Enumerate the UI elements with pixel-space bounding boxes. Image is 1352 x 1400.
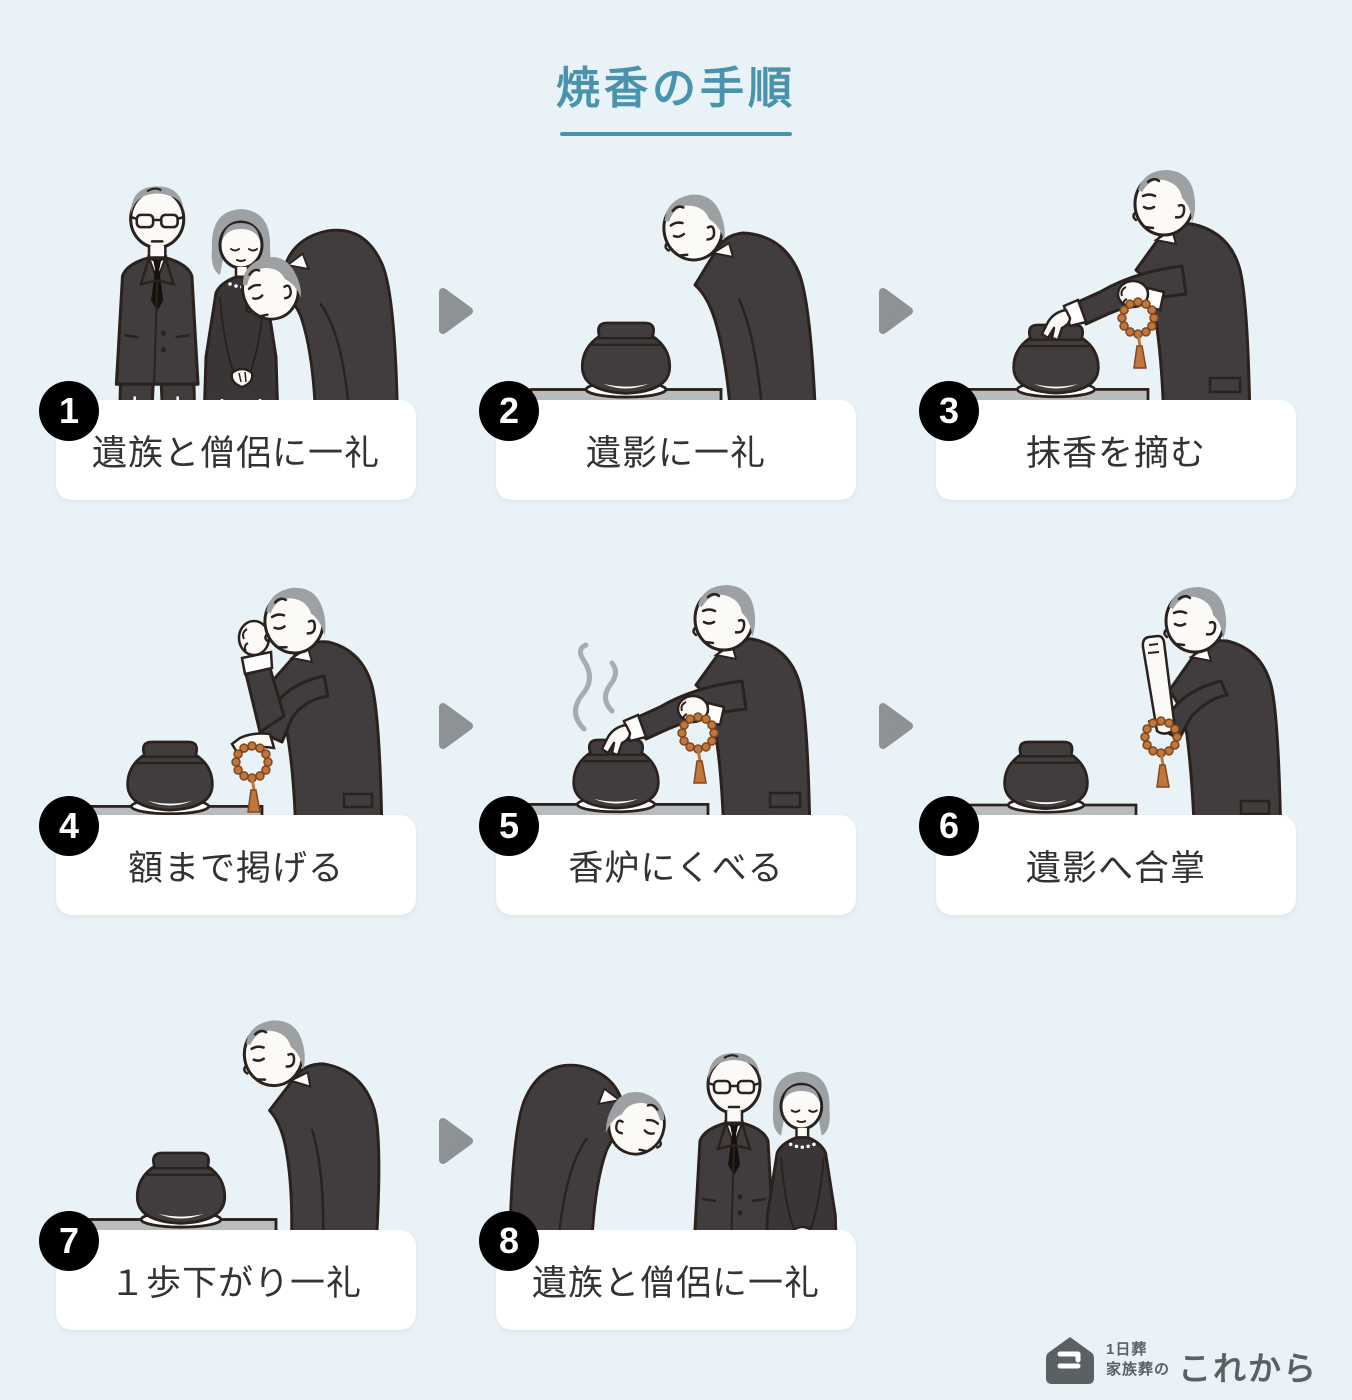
step-label: 遺族と僧侶に一礼 <box>56 400 416 500</box>
step-number-badge: 7 <box>39 1211 99 1271</box>
logo-service-lines: 1日葬 家族葬の <box>1106 1340 1170 1381</box>
step-number-badge: 6 <box>919 796 979 856</box>
step-label: 遺族と僧侶に一礼 <box>496 1230 856 1330</box>
flow-arrow-cell <box>416 570 496 985</box>
step-label: 香炉にくべる <box>496 815 856 915</box>
step-panel-2: 2 遺影に一礼 <box>479 155 856 570</box>
brand-logo: 1日葬 家族葬の これから <box>1044 1330 1318 1390</box>
step-label: 抹香を摘む <box>936 400 1296 500</box>
step-panel-6: 6 遺影へ合掌 <box>919 570 1296 985</box>
house-logo-icon <box>1045 1337 1094 1384</box>
logo-line-2: 家族葬の <box>1105 1361 1170 1378</box>
flow-arrow-cell <box>416 155 496 570</box>
step-panel-4: 4 額まで掲げる <box>39 570 416 985</box>
step-label: 遺影に一礼 <box>496 400 856 500</box>
step-number-badge: 2 <box>479 381 539 441</box>
step-label: 額まで掲げる <box>56 815 416 915</box>
steps-grid: 1 遺族と僧侶に一礼 2 遺影に一礼 3 抹香を摘む <box>39 155 1296 1400</box>
step-panel-3: 3 抹香を摘む <box>919 155 1296 570</box>
step-panel-7: 7 １歩下がり一礼 <box>39 985 416 1400</box>
step-number-badge: 1 <box>39 381 99 441</box>
flow-arrow-cell <box>416 985 496 1400</box>
step-number-badge: 3 <box>919 381 979 441</box>
grid-spacer <box>856 985 936 1400</box>
right-arrow-icon <box>439 288 473 334</box>
step-label: １歩下がり一礼 <box>56 1230 416 1330</box>
step-number-badge: 5 <box>479 796 539 856</box>
right-arrow-icon <box>439 703 473 749</box>
title-underline <box>560 132 792 136</box>
flow-arrow-cell <box>856 155 936 570</box>
step-panel-1: 1 遺族と僧侶に一礼 <box>39 155 416 570</box>
logo-brand-name: これから <box>1178 1350 1318 1387</box>
step-number-badge: 4 <box>39 796 99 856</box>
right-arrow-icon <box>879 288 913 334</box>
step-number-badge: 8 <box>479 1211 539 1271</box>
step-label: 遺影へ合掌 <box>936 815 1296 915</box>
step-panel-8: 8 遺族と僧侶に一礼 <box>479 985 856 1400</box>
logo-line-1: 1日葬 <box>1105 1340 1148 1358</box>
right-arrow-icon <box>879 703 913 749</box>
right-arrow-icon <box>439 1118 473 1164</box>
header: 焼香の手順 <box>0 0 1352 136</box>
step-panel-5: 5 香炉にくべる <box>479 570 856 985</box>
page-title: 焼香の手順 <box>556 64 796 113</box>
flow-arrow-cell <box>856 570 936 985</box>
